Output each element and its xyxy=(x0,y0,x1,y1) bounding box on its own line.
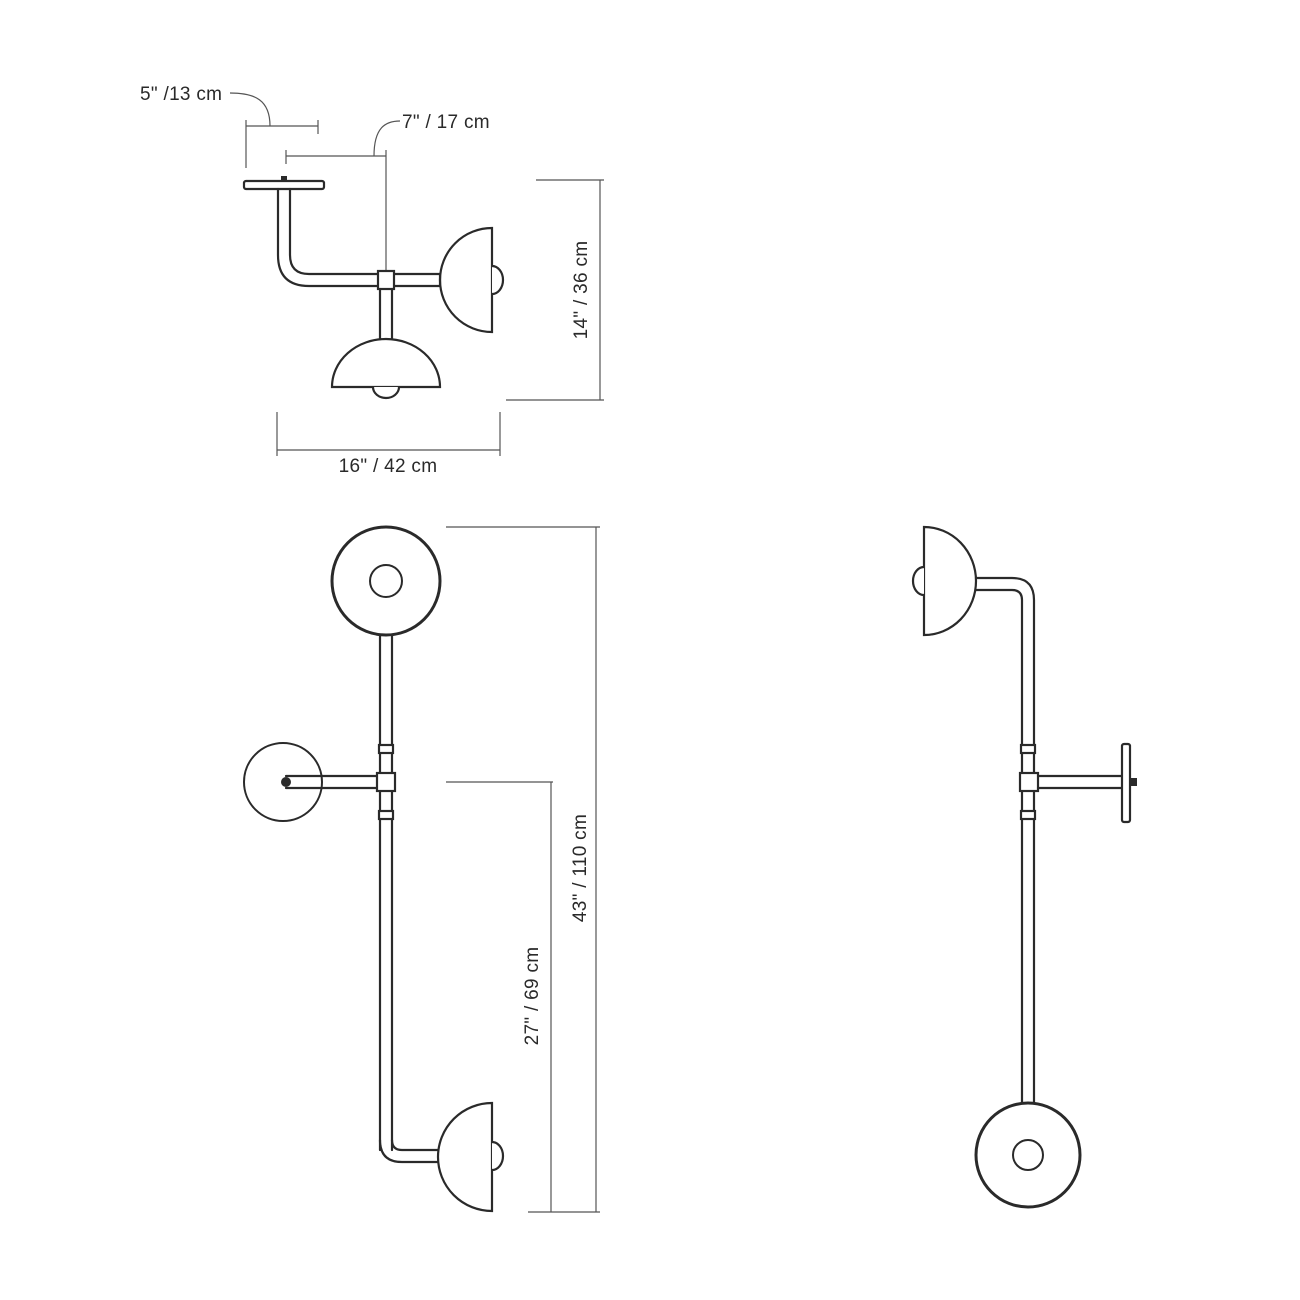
top-down-bulb xyxy=(371,386,401,400)
side-elbow-outer xyxy=(974,576,1036,1107)
side-view xyxy=(911,525,1137,1209)
top-arm-inner xyxy=(288,187,442,276)
canopy-plate xyxy=(242,179,326,191)
side-bottom-bulb xyxy=(1012,1139,1044,1171)
label-side-height: 14" / 36 cm xyxy=(571,241,592,340)
front-bottom-bulb xyxy=(491,1140,505,1172)
top-down-stem xyxy=(378,287,394,342)
front-bottom-shade xyxy=(436,1101,494,1213)
label-width: 16" / 42 cm xyxy=(339,456,438,477)
front-joint xyxy=(375,771,397,793)
canopy-screw xyxy=(281,176,287,182)
dim-canopy-offset: 5" /13 cm xyxy=(140,84,319,168)
top-side-bulb xyxy=(491,264,505,296)
side-top-bulb xyxy=(911,565,925,597)
front-stem-collar-1 xyxy=(377,743,395,755)
side-elbow-inner xyxy=(974,588,1024,1107)
side-wall-screw xyxy=(1130,778,1137,786)
side-wall-plate xyxy=(1120,742,1132,824)
label-mount-height: 27" / 69 cm xyxy=(522,947,543,1046)
top-joint xyxy=(376,269,396,291)
side-top-shade xyxy=(922,525,978,637)
front-bottom-elbow xyxy=(378,1138,442,1164)
dim-arm-offset: 7" / 17 cm xyxy=(285,112,490,272)
label-canopy-offset: 5" /13 cm xyxy=(140,84,222,105)
top-arm-outer xyxy=(276,187,442,288)
top-side-shade xyxy=(438,226,494,334)
top-down-shade xyxy=(330,337,442,389)
dim-width: 16" / 42 cm xyxy=(276,412,501,477)
dim-side-height: 14" / 36 cm xyxy=(506,179,604,401)
label-arm-offset: 7" / 17 cm xyxy=(402,112,490,133)
top-view: 5" /13 cm 7" / 17 cm 14" xyxy=(140,84,604,477)
side-collar-1 xyxy=(1019,743,1037,755)
dim-mount-height: 27" / 69 cm xyxy=(446,781,553,1212)
dim-overall-height: 43" / 110 cm xyxy=(446,526,600,1213)
label-overall-height: 43" / 110 cm xyxy=(570,814,591,922)
front-view: 43" / 110 cm 27" / 69 cm xyxy=(243,525,600,1213)
side-joint xyxy=(1018,771,1040,793)
side-collar-2 xyxy=(1019,809,1037,821)
front-top-bulb xyxy=(369,564,403,598)
front-stem-collar-2 xyxy=(377,809,395,821)
